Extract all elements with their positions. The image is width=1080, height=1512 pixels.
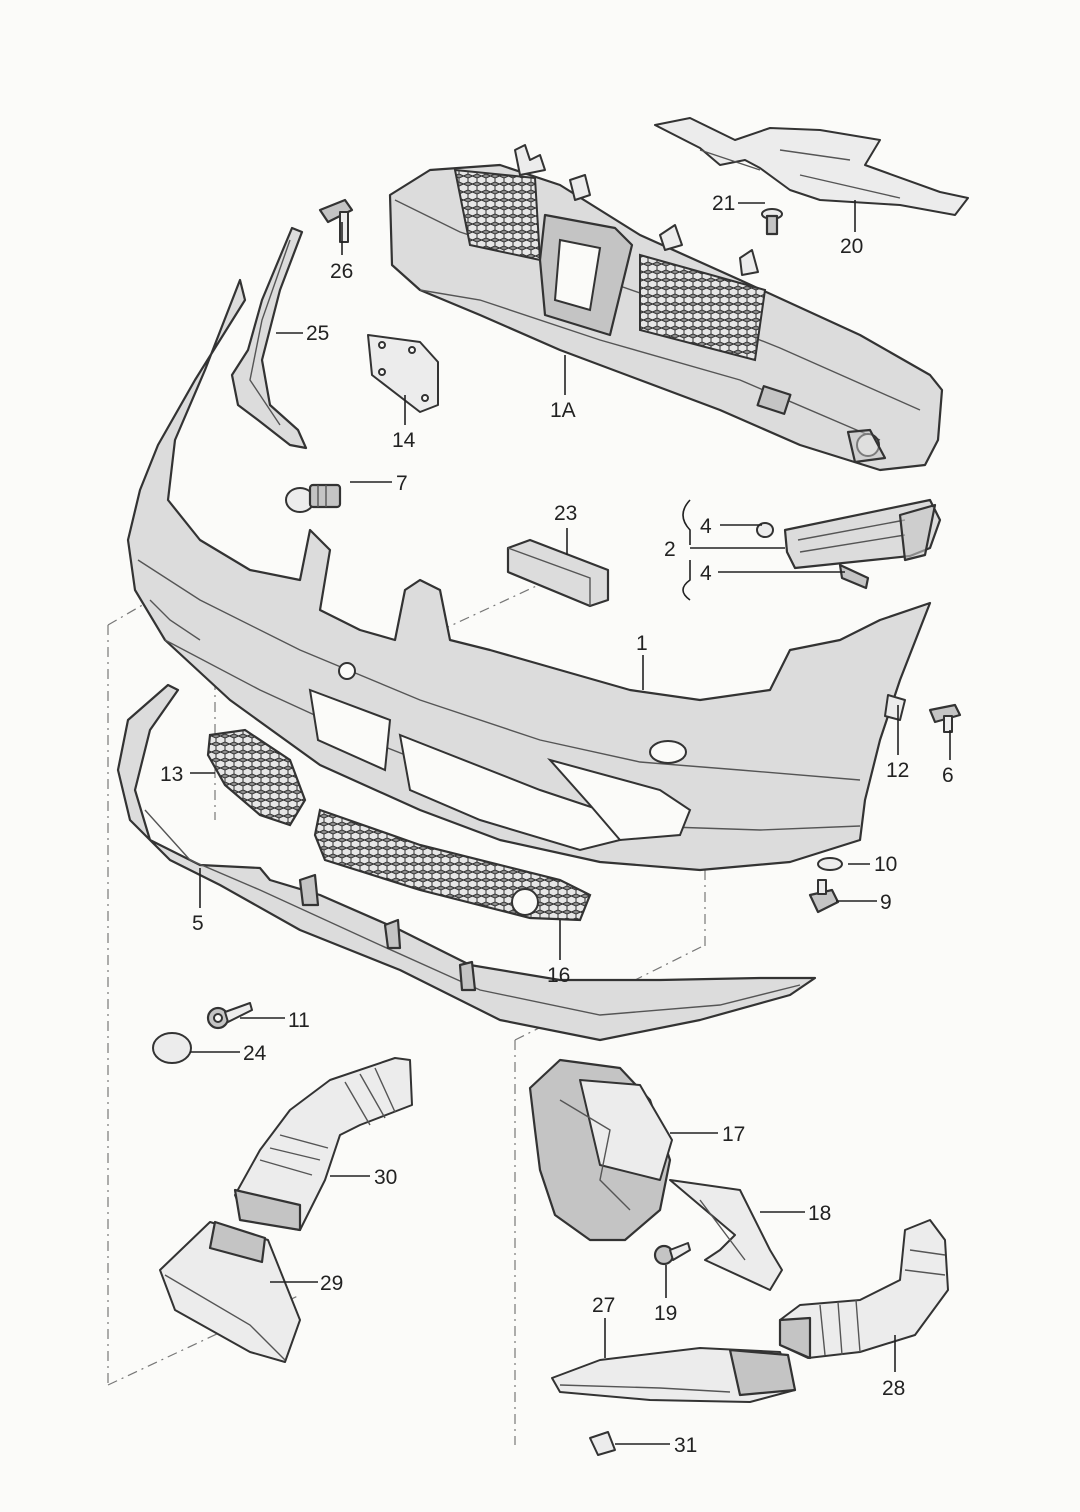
callout-25: 25 xyxy=(306,322,329,345)
callout-17: 17 xyxy=(722,1123,745,1146)
callout-31: 31 xyxy=(674,1434,697,1457)
callout-13: 13 xyxy=(160,763,183,786)
part-7-bulb xyxy=(285,483,342,513)
callout-6: 6 xyxy=(942,764,954,787)
callout-9: 9 xyxy=(880,891,892,914)
callout-29: 29 xyxy=(320,1272,343,1295)
callout-11: 11 xyxy=(288,1009,310,1032)
part-5-front-spoiler xyxy=(116,683,817,1042)
callout-1A: 1A xyxy=(550,399,576,422)
callout-10: 10 xyxy=(874,853,897,876)
part-24-cap xyxy=(152,1032,192,1064)
part-4-clip-upper xyxy=(756,522,774,538)
callout-5: 5 xyxy=(192,912,204,935)
callout-14: 14 xyxy=(392,429,416,452)
part-2-guide-bracket xyxy=(783,498,942,570)
part-4-screw-lower xyxy=(838,563,870,590)
part-1-bumper-cover xyxy=(126,278,932,872)
part-26-bolt xyxy=(318,198,354,243)
callout-2: 2 xyxy=(664,538,676,561)
part-16-lower-grille xyxy=(313,808,592,922)
part-11-screw xyxy=(206,1002,253,1030)
part-17-air-guide xyxy=(528,1058,673,1242)
part-31-clip xyxy=(589,1431,616,1456)
part-27-air-duct xyxy=(551,1347,797,1403)
callout-24: 24 xyxy=(243,1042,267,1065)
callout-4-lower: 4 xyxy=(700,562,712,585)
callout-4-upper: 4 xyxy=(700,515,712,538)
part-25-side-bracket xyxy=(230,226,308,450)
callout-16: 16 xyxy=(547,964,570,987)
callout-30: 30 xyxy=(374,1166,397,1189)
part-9-bolt xyxy=(808,879,840,914)
callout-21: 21 xyxy=(712,192,735,215)
leader-lines xyxy=(190,200,951,1445)
part-10-washer xyxy=(817,857,843,871)
part-1A-bumper-carrier xyxy=(388,144,944,472)
callout-7: 7 xyxy=(396,472,408,495)
callout-1: 1 xyxy=(636,632,648,655)
callout-labels: 26 25 14 1A 7 21 20 23 4 2 4 1 12 6 10 9… xyxy=(160,192,954,1457)
callout-19: 19 xyxy=(654,1302,677,1325)
callout-18: 18 xyxy=(808,1202,831,1225)
callout-12: 12 xyxy=(886,759,909,782)
callout-27: 27 xyxy=(592,1294,615,1317)
part-18-bracket xyxy=(669,1179,783,1291)
part-28-air-duct-hose xyxy=(778,1219,949,1360)
part-14-mounting-plate xyxy=(367,334,439,413)
part-13-side-grille xyxy=(206,728,307,827)
part-19-screw xyxy=(653,1242,691,1266)
part-29-air-duct xyxy=(159,1220,301,1363)
part-6-bolt xyxy=(928,703,962,733)
callout-23: 23 xyxy=(554,502,577,525)
part-20-upper-air-guide xyxy=(654,117,969,216)
part-21-clip xyxy=(761,208,783,236)
callout-20: 20 xyxy=(840,235,863,258)
part-30-air-duct-hose xyxy=(233,1057,413,1232)
callout-28: 28 xyxy=(882,1377,905,1400)
part-23-impact-block xyxy=(506,538,610,608)
part-12-nut-clip xyxy=(884,694,906,721)
callout-26: 26 xyxy=(330,260,353,283)
